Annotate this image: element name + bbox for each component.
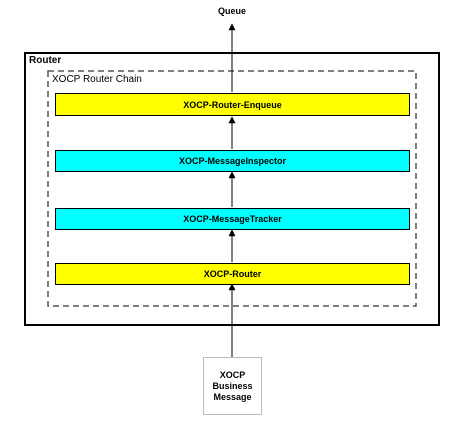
component-message-tracker-label: XOCP-MessageTracker [183, 214, 282, 224]
component-message-inspector-label: XOCP-MessageInspector [178, 156, 287, 166]
component-router-enqueue-label: XOCP-Router-Enqueue [183, 99, 282, 110]
business-message-box: XOCP Business Message [203, 357, 262, 415]
router-title: Router [29, 55, 62, 66]
queue-label: Queue [217, 6, 246, 16]
business-message-line3: Message [213, 391, 252, 402]
component-message-inspector: XOCP-MessageInspector [55, 150, 410, 172]
business-message-line2: Business [212, 380, 253, 391]
chain-title: XOCP Router Chain [52, 74, 142, 85]
component-xocp-router: XOCP-Router [55, 263, 410, 285]
component-xocp-router-label: XOCP-Router [203, 269, 262, 279]
business-message-line1: XOCP [219, 369, 246, 380]
component-message-tracker: XOCP-MessageTracker [55, 208, 410, 230]
component-router-enqueue: XOCP-Router-Enqueue [55, 93, 410, 116]
